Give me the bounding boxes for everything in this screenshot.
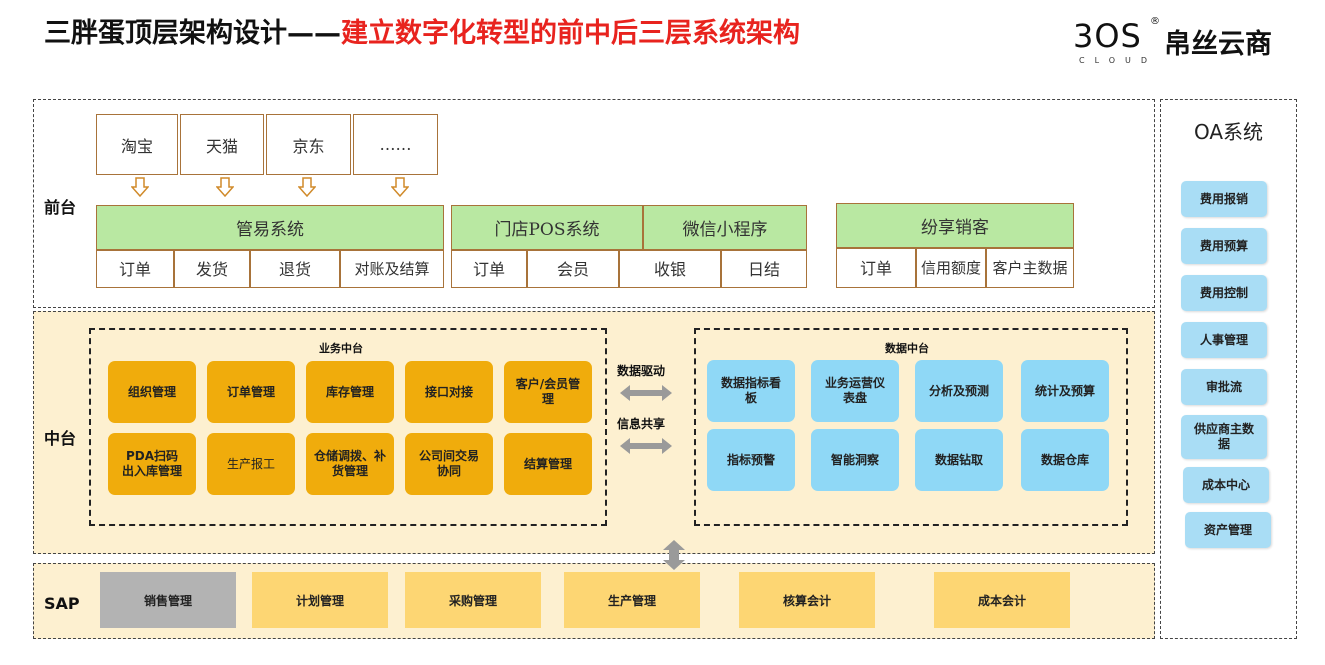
business-center-title: 业务中台	[319, 342, 363, 355]
oa-item-expense-claim: 费用报销	[1181, 181, 1267, 217]
page-title: 三胖蛋顶层架构设计—— 建立数字化转型的前中后三层系统架构	[44, 10, 800, 50]
channel-tmall: 天猫	[180, 114, 264, 175]
fxiaoke-sub-order: 订单	[836, 248, 916, 288]
front-label: 前台	[44, 198, 77, 217]
oa-item-assets: 资产管理	[1185, 512, 1271, 548]
fxiaoke-sub-credit: 信用额度	[916, 248, 986, 288]
data-center-frame	[694, 328, 1128, 526]
system-store-pos: 门店POS系统	[451, 205, 643, 250]
guanyi-sub-order: 订单	[96, 250, 174, 288]
double-arrow-icon	[620, 385, 672, 401]
front-layer-frame	[33, 99, 1155, 308]
logo-mark: 3OS	[1073, 17, 1142, 55]
business-item-org: 组织管理	[108, 361, 196, 423]
data-item-alert: 指标预警	[707, 429, 795, 491]
business-item-production-report: 生产报工	[207, 433, 295, 495]
fxiaoke-sub-customer-master: 客户主数据	[986, 248, 1074, 288]
sap-item-cost-accounting: 成本会计	[934, 572, 1070, 628]
sap-label: SAP	[44, 594, 80, 613]
down-arrow-icon	[298, 177, 316, 197]
oa-item-budget: 费用预算	[1181, 228, 1267, 264]
down-arrow-icon	[216, 177, 234, 197]
oa-item-approval: 审批流	[1181, 369, 1267, 405]
title-part-red: 建立数字化转型的前中后三层系统架构	[341, 17, 800, 49]
system-fxiaoke: 纷享销客	[836, 203, 1074, 248]
double-arrow-icon	[620, 438, 672, 454]
oa-title: OA系统	[1193, 120, 1264, 144]
business-center-frame	[89, 328, 607, 526]
business-item-settlement: 结算管理	[504, 433, 592, 495]
data-item-drilldown: 数据钻取	[915, 429, 1003, 491]
business-item-order: 订单管理	[207, 361, 295, 423]
oa-item-supplier-master: 供应商主数据	[1181, 415, 1267, 459]
wechat-sub-daily-close: 日结	[721, 250, 807, 288]
channel-taobao: 淘宝	[96, 114, 178, 175]
business-item-interface: 接口对接	[405, 361, 493, 423]
wechat-sub-cashier: 收银	[619, 250, 721, 288]
business-item-inventory: 库存管理	[306, 361, 394, 423]
data-item-warehouse: 数据仓库	[1021, 429, 1109, 491]
down-arrow-icon	[131, 177, 149, 197]
data-item-analysis: 分析及预测	[915, 360, 1003, 422]
logo-name: 帛丝云商	[1164, 29, 1272, 60]
sap-item-sales: 销售管理	[100, 572, 236, 628]
sap-item-production: 生产管理	[564, 572, 700, 628]
business-item-customer: 客户/会员管理	[504, 361, 592, 423]
business-item-warehouse: 仓储调拨、补货管理	[306, 433, 394, 495]
oa-item-cost-center: 成本中心	[1183, 467, 1269, 503]
info-sharing-label: 信息共享	[617, 417, 666, 431]
guanyi-sub-delivery: 发货	[174, 250, 250, 288]
data-item-ops-dashboard: 业务运营仪表盘	[811, 360, 899, 422]
title-part-black: 三胖蛋顶层架构设计——	[44, 17, 341, 49]
logo-registered: ®	[1150, 16, 1160, 27]
data-center-title: 数据中台	[885, 342, 929, 355]
oa-item-expense-control: 费用控制	[1181, 275, 1267, 311]
pos-sub-member: 会员	[527, 250, 619, 288]
sap-item-planning: 计划管理	[252, 572, 388, 628]
data-driven-label: 数据驱动	[617, 364, 666, 378]
business-item-intercompany: 公司间交易协同	[405, 433, 493, 495]
guanyi-sub-return: 退货	[250, 250, 340, 288]
business-item-pda: PDA扫码出入库管理	[108, 433, 196, 495]
middle-label: 中台	[44, 429, 77, 448]
sap-item-accounting: 核算会计	[739, 572, 875, 628]
guanyi-sub-reconcile: 对账及结算	[340, 250, 444, 288]
system-wechat-miniprogram: 微信小程序	[643, 205, 807, 250]
logo-subtitle: CLOUD	[1079, 56, 1158, 65]
system-guanyi: 管易系统	[96, 205, 444, 250]
oa-frame	[1160, 99, 1297, 639]
sap-item-purchasing: 采购管理	[405, 572, 541, 628]
data-item-insight: 智能洞察	[811, 429, 899, 491]
channel-more: ……	[353, 114, 438, 175]
data-item-statistics: 统计及预算	[1021, 360, 1109, 422]
pos-sub-order: 订单	[451, 250, 527, 288]
vertical-double-arrow-icon	[663, 540, 685, 570]
oa-item-hr: 人事管理	[1181, 322, 1267, 358]
data-item-kpi-board: 数据指标看板	[707, 360, 795, 422]
channel-jd: 京东	[266, 114, 351, 175]
down-arrow-icon	[391, 177, 409, 197]
